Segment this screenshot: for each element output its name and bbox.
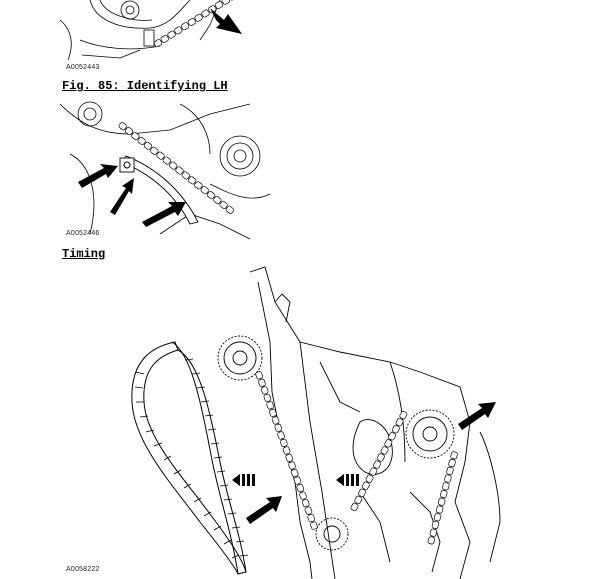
arrow-icon <box>210 8 242 34</box>
figure-caption: Timing <box>62 247 106 261</box>
figure-identifying-lh: A0052446 <box>60 94 280 244</box>
arrow-icon <box>142 202 186 227</box>
timing-chain-illustration <box>131 266 501 579</box>
figure-id: A0052446 <box>66 230 100 237</box>
direction-arrow-icon <box>232 474 255 486</box>
figure-id: A0052443 <box>66 64 100 71</box>
direction-arrow-icon <box>336 474 359 486</box>
engine-illustration-lh <box>60 101 271 240</box>
arrow-icon <box>78 164 118 188</box>
arrow-icon <box>246 496 282 524</box>
figure-timing: A0058222 <box>60 262 540 579</box>
arrow-icon <box>458 402 496 430</box>
figure-id: A0058222 <box>66 566 100 573</box>
figure-caption: Fig. 85: Identifying LH <box>62 79 228 93</box>
arrow-icon <box>110 178 134 215</box>
figure-engine-top: A0052443 <box>60 0 280 72</box>
engine-illustration-top <box>60 0 242 61</box>
